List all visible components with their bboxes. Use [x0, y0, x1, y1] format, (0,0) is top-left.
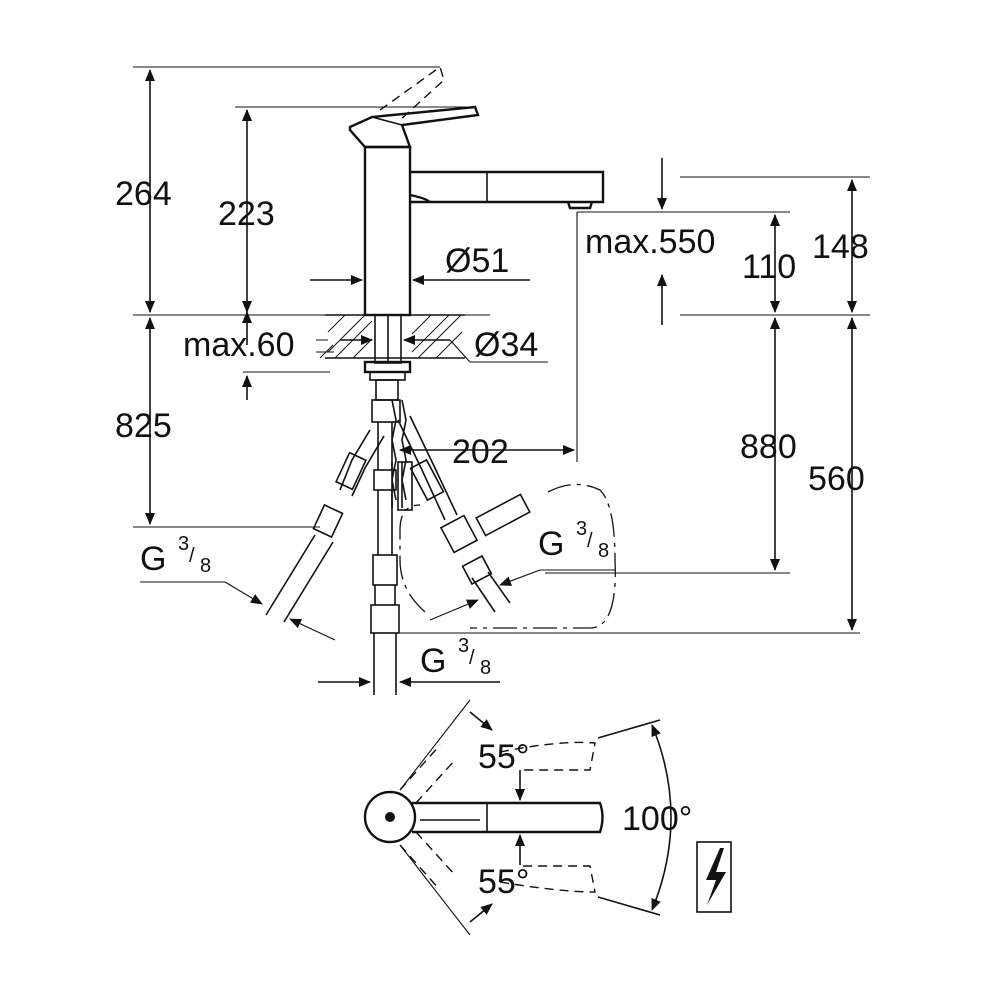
faucet-top-view [363, 699, 672, 936]
label-560: 560 [808, 460, 865, 498]
thread-left-den: 8 [200, 555, 211, 577]
thread-center-den: 8 [480, 657, 491, 679]
label-max550: max.550 [585, 223, 715, 261]
label-202: 202 [452, 433, 509, 471]
dimension-labels: 264 223 Ø51 max.60 Ø34 max.550 110 148 8… [115, 175, 869, 901]
lightning-bolt-icon [696, 841, 732, 913]
thread-left-slash: / [189, 545, 195, 567]
label-223: 223 [218, 195, 275, 233]
thread-left-base: G [140, 540, 166, 578]
thread-right-num: 3 [576, 518, 587, 540]
label-max60: max.60 [183, 326, 295, 364]
thread-right-slash: / [587, 530, 593, 552]
label-880: 880 [740, 428, 797, 466]
faucet-top-body [363, 790, 417, 844]
thread-right-base: G [538, 525, 564, 563]
thread-center-base: G [420, 642, 446, 680]
label-d51: Ø51 [445, 242, 509, 280]
faucet-lever [348, 105, 480, 149]
lever-raised-outline [379, 65, 445, 121]
thread-right-den: 8 [598, 540, 609, 562]
label-angle-total: 100° [622, 800, 692, 838]
label-110: 110 [742, 248, 796, 286]
label-148: 148 [812, 228, 869, 266]
supply-hoses [265, 379, 531, 695]
faucet-body [363, 145, 412, 317]
thread-left-num: 3 [178, 533, 189, 555]
countertop-section [316, 314, 465, 381]
faucet-spout [410, 170, 605, 204]
dimension-lines [133, 66, 870, 687]
thread-center-slash: / [469, 647, 475, 669]
label-angle-lower: 55° [478, 863, 529, 901]
hose-loop-contour [399, 483, 616, 629]
label-825: 825 [115, 407, 172, 445]
label-264: 264 [115, 175, 172, 213]
label-angle-upper: 55° [478, 738, 529, 776]
thread-center-num: 3 [458, 635, 469, 657]
label-d34: Ø34 [474, 326, 538, 364]
faucet-top-spout [412, 801, 604, 834]
